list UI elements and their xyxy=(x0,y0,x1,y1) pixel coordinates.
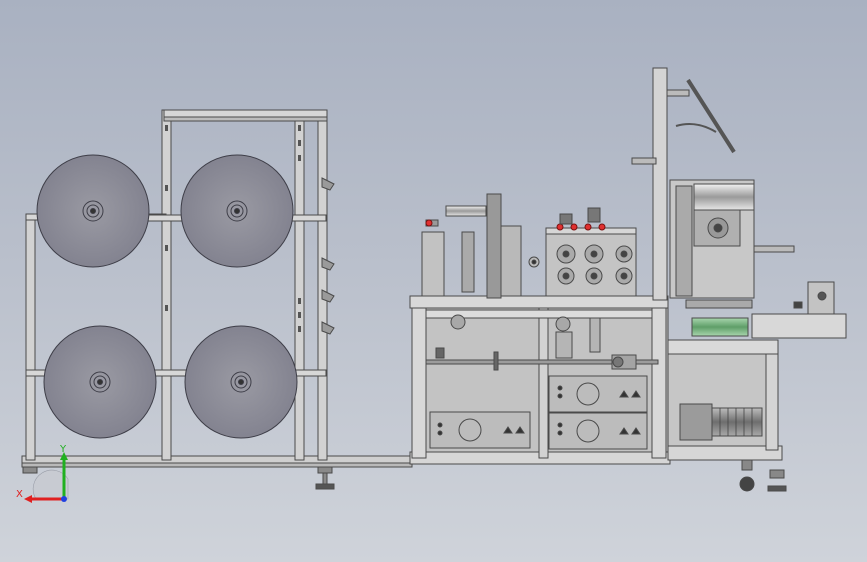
motor-cabinet-post xyxy=(765,353,779,451)
main-cabinet[interactable] xyxy=(409,295,671,465)
top-beam-2 xyxy=(163,116,328,122)
folding-tower[interactable] xyxy=(631,67,847,492)
cabinet-gears xyxy=(435,314,637,371)
unwind-roll-bottom-right[interactable] xyxy=(184,325,298,439)
folding-lever[interactable] xyxy=(686,78,736,154)
motor-cabinet-base xyxy=(667,445,783,461)
control-box-mid-lower[interactable] xyxy=(548,412,648,450)
nose-wire-knob[interactable] xyxy=(425,219,433,227)
stand-feet xyxy=(22,466,335,490)
tower-arm xyxy=(666,89,690,97)
cabinet-right-upright xyxy=(651,307,667,459)
unwind-roll-top-right[interactable] xyxy=(180,154,294,268)
casters xyxy=(739,459,787,492)
control-box-left[interactable] xyxy=(429,411,531,449)
x-axis-label: X xyxy=(16,489,23,500)
control-box-mid-upper[interactable] xyxy=(548,375,648,413)
output-conveyor[interactable] xyxy=(751,313,847,339)
base-rail xyxy=(21,455,413,464)
drive-shaft xyxy=(425,359,659,365)
cabinet-top-plate xyxy=(409,295,669,309)
welding-handle-2[interactable] xyxy=(587,207,601,223)
welding-handle-1[interactable] xyxy=(559,213,573,225)
folding-guide xyxy=(675,123,717,133)
left-post xyxy=(25,214,36,461)
unwind-roll-top-left[interactable] xyxy=(36,154,150,268)
mid-beam xyxy=(25,369,327,377)
top-mechanism[interactable] xyxy=(421,193,637,299)
cabinet-left-upright xyxy=(411,307,427,459)
y-axis-label: Y xyxy=(59,444,67,455)
tension-clamps[interactable] xyxy=(321,177,335,335)
nose-wire-module[interactable] xyxy=(421,231,445,297)
roller-mount xyxy=(685,299,753,309)
unwind-rolls[interactable] xyxy=(36,154,298,439)
right-post xyxy=(294,117,305,461)
cutter-housing xyxy=(500,225,522,297)
axis-triad: X Y xyxy=(16,444,69,503)
cutter-plate[interactable] xyxy=(486,193,502,299)
tower-post xyxy=(652,67,668,301)
z-axis-dot xyxy=(61,496,67,502)
cabinet-mid-upright xyxy=(538,307,549,459)
welding-knobs[interactable] xyxy=(556,223,606,231)
folding-output-arm xyxy=(753,245,795,253)
center-post xyxy=(161,109,172,461)
tower-bracket xyxy=(631,157,657,165)
cutter-slide xyxy=(461,231,475,293)
unwind-roll-bottom-left[interactable] xyxy=(43,325,157,439)
base-rail-lower xyxy=(21,462,413,468)
triad-plane xyxy=(32,469,69,500)
welding-rollers xyxy=(556,244,633,285)
folding-roller-top[interactable] xyxy=(693,183,755,211)
right-outer-post xyxy=(317,109,328,461)
post-slots xyxy=(165,125,301,332)
top-beam xyxy=(163,109,328,118)
motor-cabinet-top xyxy=(667,339,779,355)
green-pressing-roller[interactable] xyxy=(691,317,749,337)
folding-side-plate xyxy=(675,185,693,297)
output-sensor xyxy=(793,301,803,309)
cabinet-shelf xyxy=(425,309,653,319)
nose-wire-roller[interactable] xyxy=(445,205,487,217)
main-motor[interactable] xyxy=(679,403,763,441)
